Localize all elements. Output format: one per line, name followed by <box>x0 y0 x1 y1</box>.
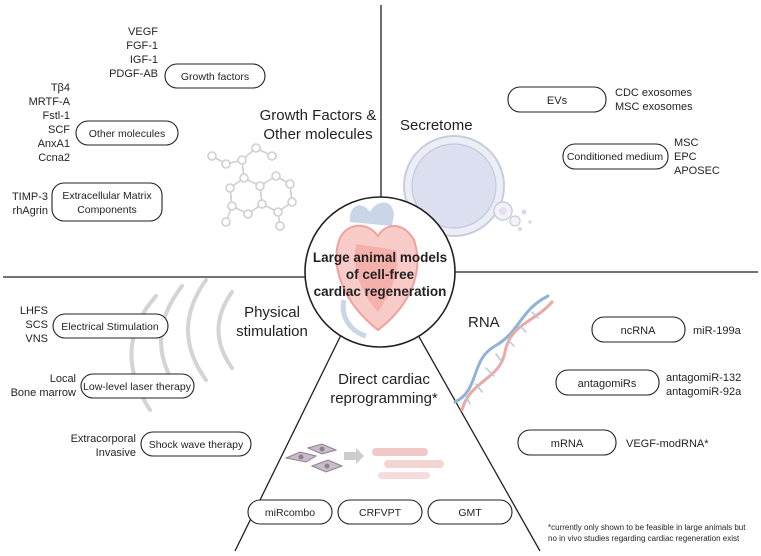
electrical-pill <box>52 313 169 339</box>
conditioned-medium-item: MSC <box>674 137 699 149</box>
growth-factor-item: FGF-1 <box>126 40 158 52</box>
other-molecule-item: Ccna2 <box>38 152 70 164</box>
dna-helix-icon <box>453 294 554 412</box>
other-molecule-item: Tβ4 <box>51 82 70 94</box>
secretome-title: Secretome <box>400 117 473 134</box>
laser-pill <box>80 373 195 399</box>
evs-item: CDC exosomes <box>615 87 693 99</box>
mircombo-label: miRcombo <box>265 507 315 519</box>
center-title-line2: of cell-free <box>346 267 415 282</box>
electrical-item: VNS <box>25 333 48 345</box>
footnote-line2: no in vivo studies regarding cardiac reg… <box>548 534 740 543</box>
shockwave-item: Invasive <box>96 447 136 459</box>
crfvpt-label: CRFVPT <box>359 507 402 519</box>
evs-label: EVs <box>547 95 568 107</box>
antagomirs-pill <box>555 369 660 396</box>
mrna-item: VEGF-modRNA* <box>626 438 709 450</box>
antagomirs-item: antagomiR-92a <box>666 386 742 398</box>
laser-label: Low-level laser therapy <box>83 381 192 393</box>
ncrna-label: ncRNA <box>621 325 657 337</box>
footnote-line1: *currently only shown to be feasible in … <box>548 523 746 532</box>
mrna-label: mRNA <box>551 438 584 450</box>
growth-factor-item: IGF-1 <box>130 54 158 66</box>
growth-factors-title-line2: Other molecules <box>263 126 372 143</box>
other-molecules-pill <box>75 120 179 146</box>
conditioned-medium-label: Conditioned medium <box>567 151 664 163</box>
center-hub: Large animal models of cell-free cardiac… <box>304 196 456 348</box>
other-molecule-item: Fstl-1 <box>43 110 71 122</box>
evs-item: MSC exosomes <box>615 101 693 113</box>
other-molecules-label: Other molecules <box>89 128 165 140</box>
growth-factor-item: PDGF-AB <box>109 68 158 80</box>
electrical-item: SCS <box>25 319 48 331</box>
electrical-item: LHFS <box>20 305 48 317</box>
evs-pill <box>507 86 607 113</box>
rna-section: RNA ncRNA miR-199a antagomiRs antagomiR-… <box>453 294 742 456</box>
other-molecule-item: MRTF-A <box>29 96 71 108</box>
ecm-label-line2: Components <box>77 204 137 216</box>
conditioned-medium-item: EPC <box>674 151 697 163</box>
growth-factor-item: VEGF <box>128 26 158 38</box>
other-molecule-item: SCF <box>48 124 70 136</box>
physical-stimulation-section: Physical stimulation LHFS SCS VNS Electr… <box>11 278 308 459</box>
gmt-label: GMT <box>458 507 482 519</box>
conditioned-medium-item: APOSEC <box>674 165 720 177</box>
ncrna-pill <box>591 316 686 343</box>
center-title-line3: cardiac regeneration <box>314 284 447 299</box>
footnote: *currently only shown to be feasible in … <box>548 523 746 543</box>
ecm-label-line1: Extracellular Matrix <box>62 190 152 202</box>
reprogramming-title-line2: reprogramming* <box>330 390 438 407</box>
electrical-label: Electrical Stimulation <box>61 321 159 333</box>
growth-factors-title-line1: Growth Factors & <box>260 107 377 124</box>
reprogramming-title-line1: Direct cardiac <box>338 371 430 388</box>
shockwave-pill <box>140 431 252 457</box>
mircombo-pill <box>247 499 333 525</box>
ecm-pill <box>51 182 163 222</box>
antagomirs-item: antagomiR-132 <box>666 372 741 384</box>
mrna-pill <box>517 429 617 456</box>
ecm-item: rhAgrin <box>13 205 48 217</box>
center-title-line1: Large animal models <box>313 250 447 265</box>
physical-title-line1: Physical <box>244 304 300 321</box>
other-molecule-item: AnxA1 <box>38 138 70 150</box>
molecule-network-icon <box>207 143 297 231</box>
secretome-section: Secretome EVs CDC exosomes MSC exosomes … <box>400 86 720 237</box>
physical-title-line2: stimulation <box>236 323 308 340</box>
growth-factors-pill <box>164 63 266 89</box>
ecm-item: TIMP-3 <box>12 191 48 203</box>
shockwave-label: Shock wave therapy <box>149 439 244 451</box>
shockwave-item: Extracorporal <box>71 433 136 445</box>
conditioned-medium-pill <box>562 143 669 170</box>
growth-factors-label: Growth factors <box>181 71 249 83</box>
rna-title: RNA <box>468 314 500 331</box>
heart-icon <box>335 202 419 339</box>
antagomirs-label: antagomiRs <box>578 378 637 390</box>
cell-conversion-icon <box>284 443 444 479</box>
gmt-pill <box>427 499 513 525</box>
crfvpt-pill <box>337 499 423 525</box>
growth-factors-section: Growth Factors & Other molecules VEGF FG… <box>12 26 377 231</box>
petri-dish-icon <box>403 135 532 237</box>
laser-item: Local <box>50 373 76 385</box>
ncrna-item: miR-199a <box>693 325 742 337</box>
laser-item: Bone marrow <box>11 387 76 399</box>
trapezoid-right-edge <box>417 334 541 552</box>
reprogramming-section: Direct cardiac reprogramming* miRcombo C… <box>247 371 513 525</box>
